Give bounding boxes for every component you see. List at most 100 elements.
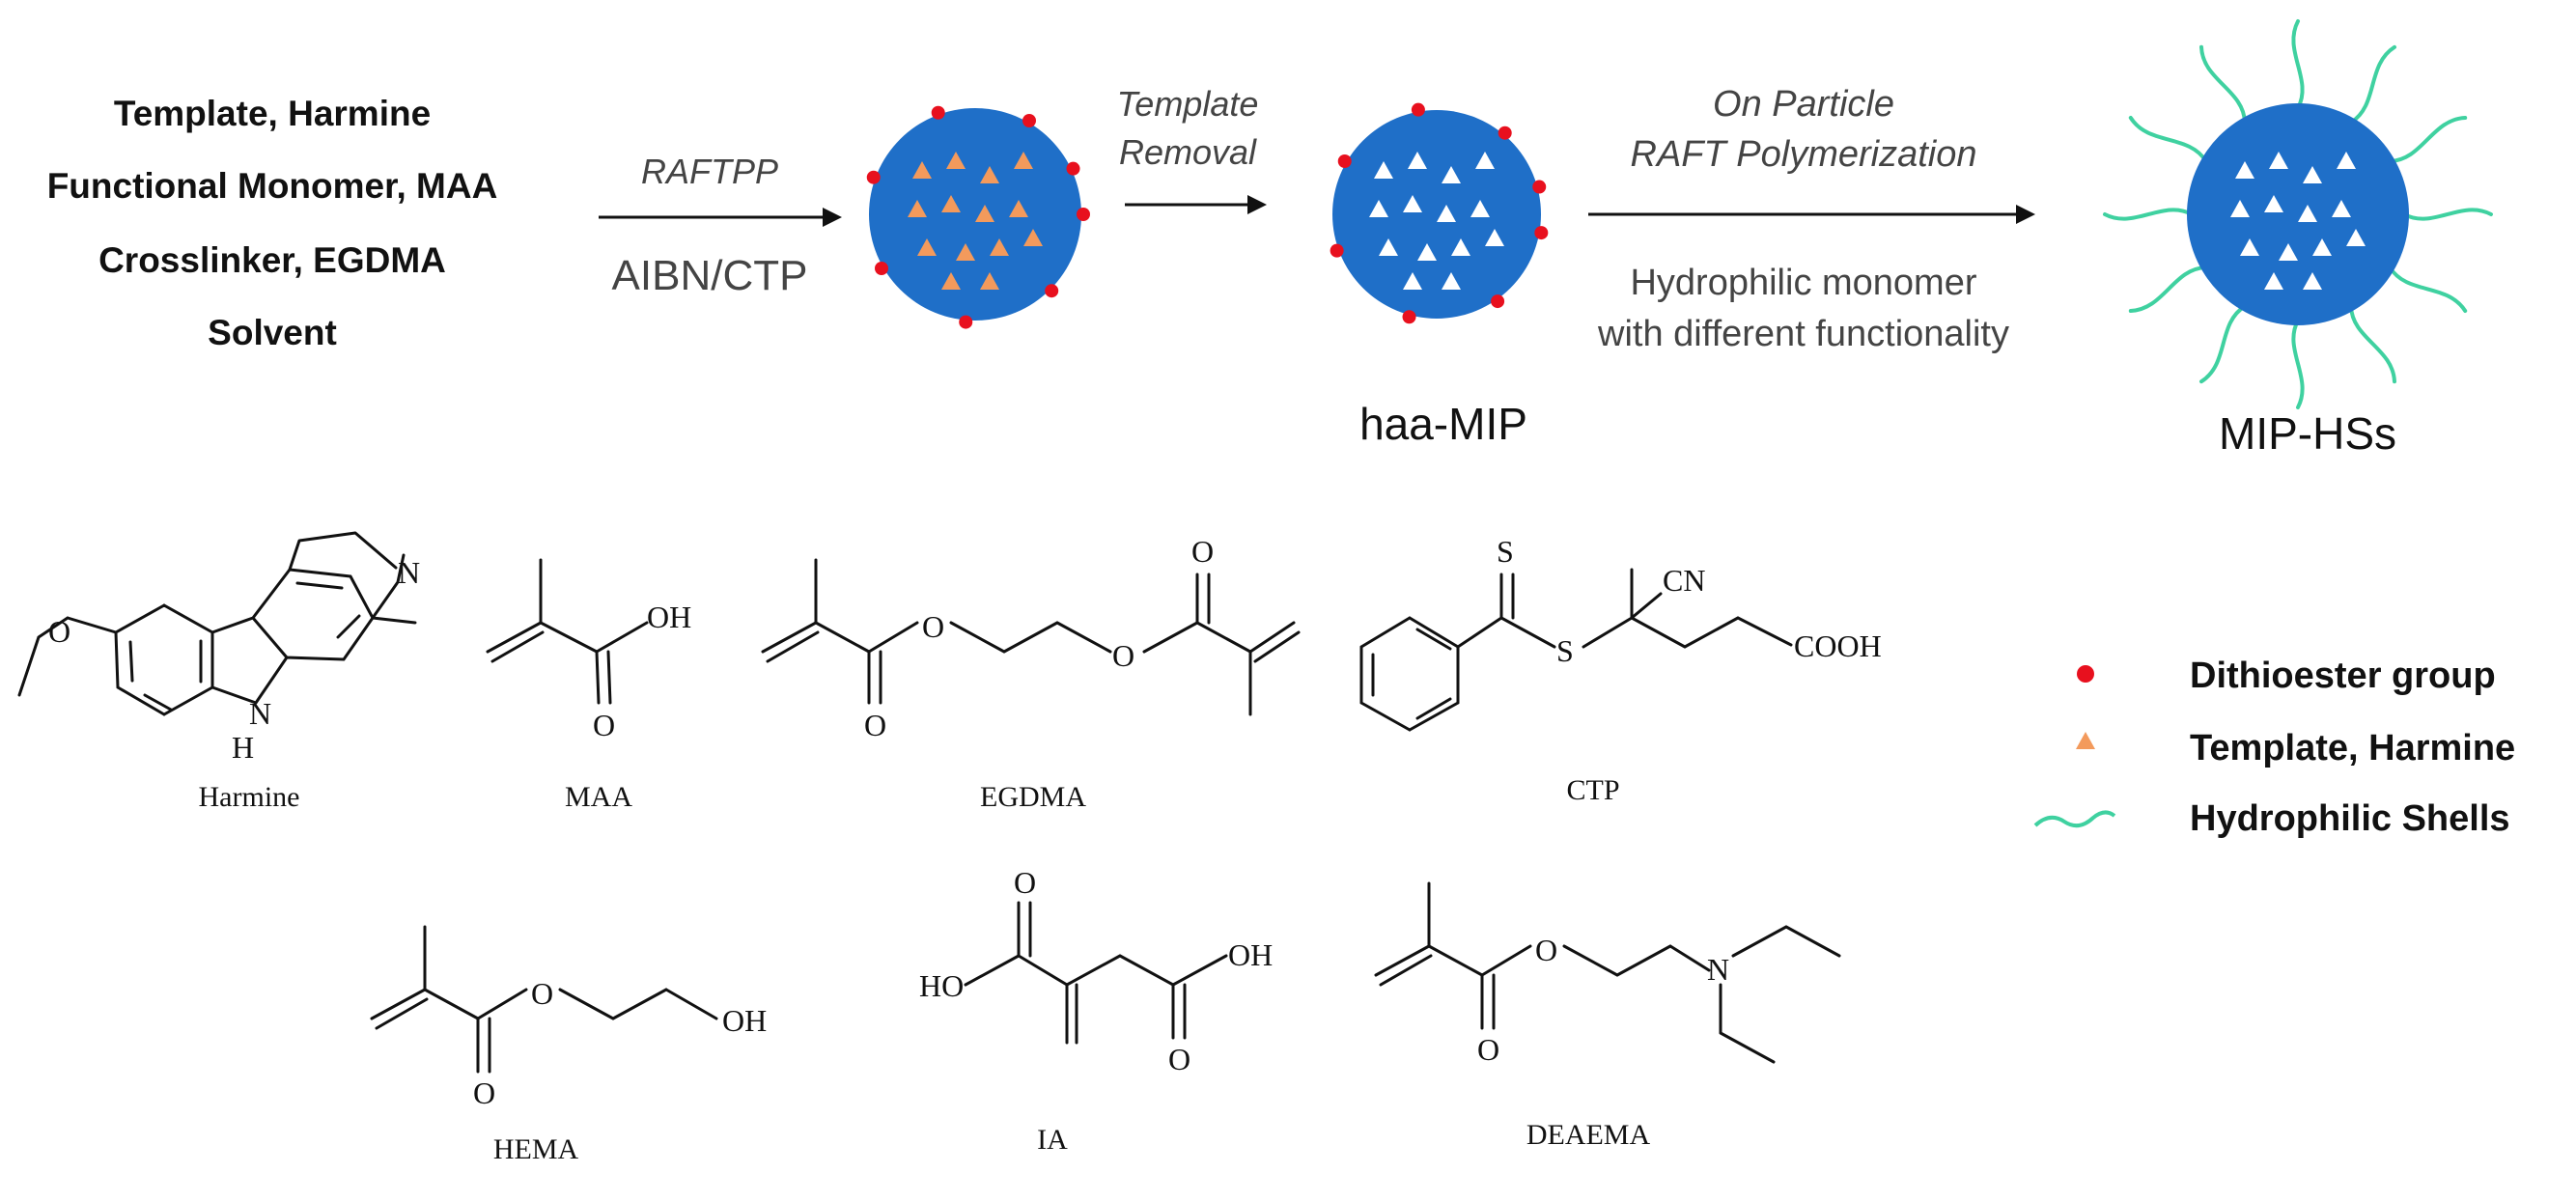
egdma-name: EGDMA <box>980 781 1086 813</box>
egdma-atom-o2: O <box>864 708 886 742</box>
harmine-atom-h: H <box>232 730 254 765</box>
egdma-atom-o4: O <box>1191 534 1214 569</box>
hydrophilic-shell-wave-icon <box>2103 208 2194 221</box>
dithioester-dot-icon <box>875 262 889 275</box>
step3-below2: with different functionality <box>1597 314 2009 354</box>
cavity-triangle-icon <box>980 272 999 290</box>
cavity-triangle-icon <box>908 200 927 217</box>
cavity-triangle-icon <box>1014 152 1033 169</box>
hydrophilic-shell-wave-icon <box>2291 19 2305 110</box>
maa-atom-oh: OH <box>647 600 691 634</box>
ctp-bonds <box>1359 568 1793 732</box>
hema-bonds <box>370 925 718 1074</box>
step2-line2: Removal <box>1119 132 1257 172</box>
dithioester-dot-icon <box>1532 180 1547 194</box>
cavity-triangle-icon <box>912 161 932 179</box>
polymer-particle <box>2187 103 2409 325</box>
cavity-triangle-icon <box>975 205 994 222</box>
step-raftpp: RAFTPP AIBN/CTP <box>599 152 842 299</box>
ia-name: IA <box>1037 1124 1068 1156</box>
deaema-bonds <box>1374 881 1841 1064</box>
structure-deaema: O O N DEAEMA <box>1374 881 1841 1151</box>
harmine-atom-n: N <box>398 555 420 590</box>
particle-mip-hss <box>2103 19 2493 409</box>
cavity-triangle-icon <box>1417 243 1437 261</box>
arrow-head-icon <box>2016 205 2035 224</box>
dithioester-dot-icon <box>1491 294 1505 309</box>
hydrophilic-shell-wave-icon <box>2291 319 2305 409</box>
ia-atom-o1: O <box>1014 865 1036 900</box>
cavity-triangle-icon <box>941 195 961 212</box>
dithioester-dot-icon <box>866 170 881 184</box>
dithioester-dot-icon <box>1534 226 1549 240</box>
dithioester-dot-icon <box>1330 243 1344 258</box>
structure-harmine: N N H O Harmine <box>17 531 420 813</box>
ctp-atom-cn: CN <box>1663 563 1705 598</box>
harmine-bonds <box>17 553 417 716</box>
dithioester-dot-icon <box>1498 126 1512 140</box>
structure-maa: OH O MAA <box>486 558 691 813</box>
mip-hss-label: MIP-HSs <box>2219 408 2396 459</box>
reagent-list: Template, Harmine Functional Monomer, MA… <box>47 94 498 352</box>
step1-reagents: AIBN/CTP <box>612 252 808 299</box>
hema-atom-o2: O <box>473 1075 495 1110</box>
cavity-triangle-icon <box>2235 161 2254 179</box>
dithioester-dot-icon <box>959 315 973 329</box>
cavity-triangle-icon <box>917 238 937 256</box>
cavity-triangle-icon <box>1369 200 1388 217</box>
legend: Dithioester group Template, Harmine Hydr… <box>2033 656 2515 839</box>
hydrophilic-shell-wave-icon <box>2388 116 2468 163</box>
cavity-triangle-icon <box>1023 229 1043 246</box>
cavity-triangle-icon <box>1442 166 1461 183</box>
structure-ia: HO OH O O IA <box>919 865 1273 1156</box>
step3-above1: On Particle <box>1713 84 1894 125</box>
dithioester-dot-icon <box>931 105 945 120</box>
maa-bonds <box>486 558 649 705</box>
cavity-triangle-icon <box>1451 238 1470 256</box>
step2-line1: Template <box>1117 84 1259 124</box>
dithioester-dot-icon <box>1045 284 1059 298</box>
deaema-atom-n: N <box>1707 952 1729 987</box>
cavity-triangle-icon <box>1374 161 1393 179</box>
harmine-n-ring <box>288 531 398 572</box>
cavity-triangle-icon <box>2240 238 2259 256</box>
ctp-atom-cooh: COOH <box>1794 628 1882 663</box>
cavity-triangle-icon <box>1009 200 1028 217</box>
cavity-triangle-icon <box>941 272 961 290</box>
ctp-atom-s1: S <box>1497 534 1514 569</box>
dithioester-dot-icon <box>2077 665 2094 683</box>
step-template-removal: Template Removal <box>1117 84 1267 214</box>
cavity-triangle-icon <box>980 166 999 183</box>
reagent-monomer: Functional Monomer, MAA <box>47 166 498 206</box>
hydrophilic-shell-wave-icon <box>2349 304 2396 384</box>
cavity-triangle-icon <box>1379 238 1398 256</box>
cavity-triangle-icon <box>2298 205 2317 222</box>
structure-ctp: S S CN COOH CTP <box>1359 534 1882 806</box>
legend-template: Template, Harmine <box>2190 728 2515 768</box>
cavity-triangle-icon <box>2279 243 2298 261</box>
cavity-triangle-icon <box>2264 272 2283 290</box>
arrow-head-icon <box>1247 195 1267 214</box>
arrow-head-icon <box>823 208 842 227</box>
step3-above2: RAFT Polymerization <box>1631 134 1977 175</box>
template-triangle-icon <box>2076 732 2095 749</box>
ia-atom-ho: HO <box>919 968 964 1003</box>
cavity-triangle-icon <box>946 152 966 169</box>
legend-shells: Hydrophilic Shells <box>2190 798 2510 839</box>
legend-dithioester: Dithioester group <box>2190 656 2496 696</box>
egdma-atom-o3: O <box>1112 638 1134 673</box>
structure-egdma: O O O O EGDMA <box>761 534 1301 813</box>
hydrophilic-shell-wave-icon <box>2199 44 2247 125</box>
dithioester-dot-icon <box>1077 208 1090 221</box>
polymer-particle <box>1332 110 1541 319</box>
reagent-solvent: Solvent <box>208 313 337 352</box>
step-on-particle-raft: On Particle RAFT Polymerization Hydrophi… <box>1588 84 2035 354</box>
step3-below1: Hydrophilic monomer <box>1630 263 1976 303</box>
structure-hema: O O OH HEMA <box>370 925 767 1165</box>
egdma-atom-o1: O <box>922 609 944 644</box>
cavity-triangle-icon <box>2337 152 2356 169</box>
hema-atom-o1: O <box>531 976 553 1011</box>
cavity-triangle-icon <box>1442 272 1461 290</box>
particle-imprinted <box>866 105 1090 329</box>
